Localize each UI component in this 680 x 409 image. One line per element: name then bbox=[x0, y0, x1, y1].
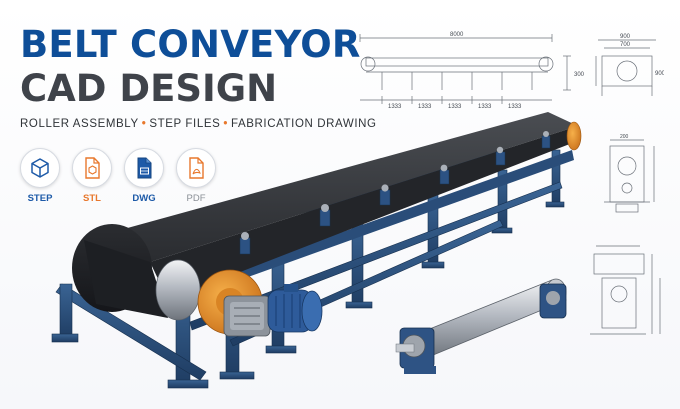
cad-side-elevation-drawing: 8000 1333 1333 1333 1333 1333 300 bbox=[359, 32, 585, 110]
format-label-pdf: PDF bbox=[186, 193, 206, 204]
format-label-stl: STL bbox=[83, 193, 101, 204]
electric-motor bbox=[267, 284, 323, 333]
idler-brackets bbox=[239, 135, 551, 255]
format-pdf[interactable]: PDF bbox=[176, 148, 216, 204]
title-line-1: BELT CONVEYOR bbox=[20, 23, 361, 66]
subtitle-item-roller-assembly: ROLLER ASSEMBLY bbox=[20, 118, 139, 130]
dim-segment-5: 1333 bbox=[508, 104, 522, 110]
roller-assembly-detail bbox=[395, 278, 567, 374]
cube-icon bbox=[20, 148, 60, 188]
dim-end-height: 900 bbox=[655, 71, 664, 77]
format-label-step: STEP bbox=[27, 193, 53, 204]
title-line-2: CAD DESIGN bbox=[20, 67, 278, 110]
dim-segment-3: 1333 bbox=[448, 104, 462, 110]
format-label-dwg: DWG bbox=[132, 193, 156, 204]
dim-end-inner: 700 bbox=[620, 42, 631, 48]
subtitle-item-step-files: STEP FILES bbox=[149, 118, 221, 130]
subtitle-item-fabrication-drawing: FABRICATION DRAWING bbox=[231, 118, 377, 130]
dim-segment-4: 1333 bbox=[478, 104, 492, 110]
dim-segment-1: 1333 bbox=[388, 104, 402, 110]
format-step[interactable]: STEP bbox=[20, 148, 60, 204]
dim-end-width: 900 bbox=[620, 34, 631, 40]
subtitle: ROLLER ASSEMBLY•STEP FILES•FABRICATION D… bbox=[20, 118, 377, 130]
format-dwg[interactable]: DWG bbox=[124, 148, 164, 204]
bullet-dot: • bbox=[223, 118, 228, 130]
cad-drive-detail-drawing: 200 bbox=[604, 134, 655, 213]
cad-end-view-drawing: 900 700 900 bbox=[595, 34, 664, 96]
file-format-list: STEP STL DWG bbox=[20, 148, 216, 204]
format-stl[interactable]: STL bbox=[72, 148, 112, 204]
stl-file-icon bbox=[72, 148, 112, 188]
cad-roller-section-drawing bbox=[590, 245, 661, 335]
pdf-file-icon bbox=[176, 148, 216, 188]
bullet-dot: • bbox=[141, 118, 147, 130]
head-pulley-orange bbox=[197, 269, 263, 335]
dim-height: 300 bbox=[574, 72, 585, 78]
dim-drive-width: 200 bbox=[620, 134, 629, 140]
dwg-file-icon bbox=[124, 148, 164, 188]
dim-overall-length: 8000 bbox=[450, 32, 464, 38]
dim-segment-2: 1333 bbox=[418, 104, 432, 110]
tail-pulley bbox=[566, 121, 582, 151]
gearbox bbox=[223, 295, 271, 337]
